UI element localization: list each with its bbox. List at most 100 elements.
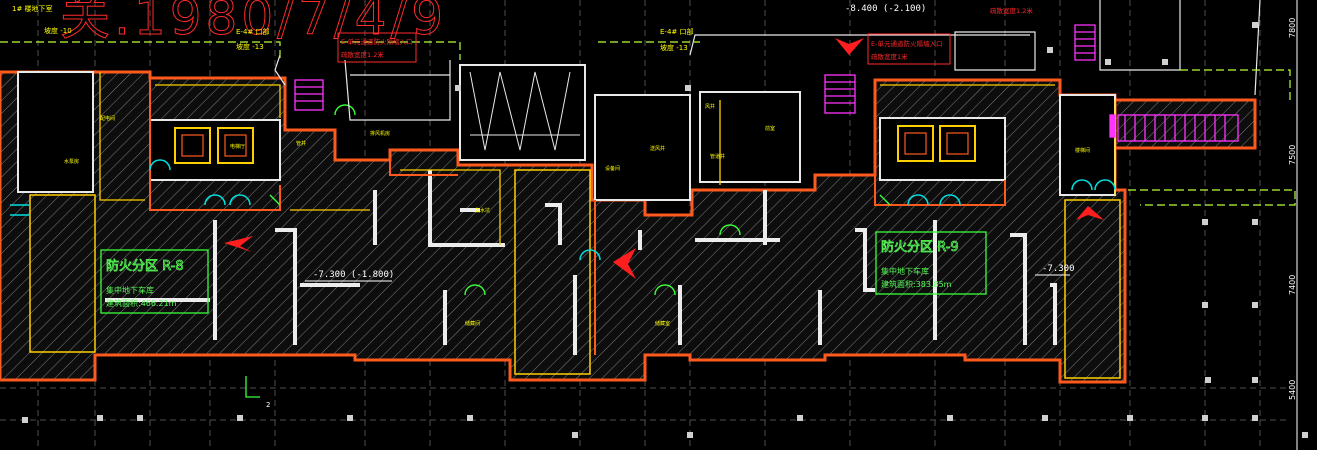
- dim-right-3: 5400: [1288, 380, 1297, 400]
- grid-marks: [22, 22, 1308, 438]
- room-label-5: 前室: [765, 125, 775, 132]
- grid-marker: [685, 85, 691, 91]
- green-doors: [269, 104, 891, 296]
- grid-marker: [22, 417, 28, 423]
- arrow-right: [1076, 206, 1104, 220]
- stairs: [294, 24, 1239, 142]
- grid-marker: [467, 415, 473, 421]
- arrow-mid: [613, 248, 636, 279]
- room-label-4: 风井: [705, 103, 715, 110]
- watermark: 关.1980/7/4/9: [60, 0, 447, 46]
- room-lobby: [594, 94, 691, 201]
- grid-marker: [1105, 59, 1111, 65]
- room-right-core: [879, 117, 1006, 181]
- room-label-11: 排风机房: [370, 130, 390, 137]
- elevation-top: -8.400 (-2.100): [845, 4, 926, 14]
- room-label-3: 管井: [296, 140, 306, 147]
- zone-boxes: [100, 231, 987, 314]
- zone-box-right: [875, 231, 987, 295]
- room-label-2: 储藏间: [465, 320, 480, 327]
- room-left-core: [149, 119, 281, 181]
- red-note-right-1: E-单元通道防火隔墙入口: [871, 39, 942, 48]
- room-label-6: 电梯厅: [230, 143, 245, 150]
- red-note-left-box: [337, 32, 417, 63]
- floor-label-center: E-4# 口部: [236, 27, 270, 36]
- grid-marker: [137, 415, 143, 421]
- room-labels: 配电间 水泵房 储藏间 管井 风井 前室 电梯厅 设备间 楼梯间 储藏室 管道井…: [64, 103, 1090, 327]
- grid-marker: [97, 415, 103, 421]
- zone-left-line1: 集中地下车库: [106, 285, 154, 295]
- room-label-1: 水泵房: [64, 158, 79, 165]
- red-note-top-right: 疏散宽度1.2米: [990, 6, 1033, 15]
- room-label-10: 管道井: [710, 153, 725, 160]
- zone-left-title: 防火分区 R-8: [106, 258, 184, 274]
- grid-corner-mark: [245, 376, 260, 398]
- elevator-shafts: [174, 125, 976, 164]
- grid-marker: [947, 415, 953, 421]
- grid-marker: [1252, 377, 1258, 383]
- floor-label-right: E-4# 口部: [660, 27, 694, 36]
- inner-outline: [29, 194, 96, 353]
- ramp: [469, 71, 580, 151]
- room-label-9: 储藏室: [655, 320, 670, 327]
- exit-arrows: [224, 38, 1104, 279]
- zone-left-line2: 建筑面积:466.21m: [106, 298, 177, 308]
- grid-marker: [1127, 415, 1133, 421]
- doors: [10, 159, 1116, 261]
- zone-box-left: [100, 249, 209, 314]
- grid-marker: [1162, 59, 1168, 65]
- elevator-cores: [181, 132, 969, 157]
- red-note-right-box: [867, 33, 951, 65]
- room-label-13: 集水坑: [475, 207, 490, 214]
- zone-right-line1: 集中地下车库: [881, 266, 929, 276]
- arrow-top: [835, 38, 864, 55]
- slope-center: 坡度 -13: [236, 42, 264, 51]
- upper-ramps: [274, 0, 1261, 121]
- grid-marker: [1252, 22, 1258, 28]
- grid-marker: [572, 432, 578, 438]
- room-left-services: [17, 71, 94, 193]
- room-stair-right: [1059, 94, 1116, 196]
- inner-outline-3: [514, 169, 591, 375]
- grid-marker: [1302, 432, 1308, 438]
- grid-marker: [1202, 415, 1208, 421]
- room-label-0: 配电间: [100, 115, 115, 122]
- grid-marker: [347, 415, 353, 421]
- slope-right: 坡度 -13: [660, 43, 688, 52]
- service-rooms: [17, 64, 1116, 201]
- grid-mark: 2: [266, 401, 270, 409]
- dim-right-0: 7800: [1288, 18, 1297, 38]
- grid-marker: [687, 432, 693, 438]
- dim-right-1: 7500: [1288, 145, 1297, 165]
- walls: [105, 170, 1057, 355]
- inner-outline-2: [1064, 199, 1121, 379]
- ramp-box: [459, 64, 586, 161]
- room-mid: [699, 91, 801, 183]
- zone-right-line2: 建筑面积:383.85m: [881, 279, 952, 289]
- grid-marker: [1205, 377, 1211, 383]
- grid-marker: [1252, 219, 1258, 225]
- grid-marker: [1202, 219, 1208, 225]
- top-label: 1# 楼地下室: [12, 4, 53, 13]
- slope-left: 坡度 -10: [44, 26, 72, 35]
- room-label-8: 楼梯间: [1075, 147, 1090, 154]
- grid-marker: [1042, 415, 1048, 421]
- room-label-12: 送风井: [650, 145, 665, 152]
- arrow-left: [224, 236, 253, 252]
- elev-right: -7.300: [1042, 264, 1075, 274]
- red-note-left-2: 疏散宽度1.2米: [341, 50, 384, 59]
- red-note-left-1: E-单元通道防火隔墙入口: [341, 37, 412, 46]
- grid-marker: [1252, 302, 1258, 308]
- grid-marker: [1202, 302, 1208, 308]
- dim-right-2: 7400: [1288, 275, 1297, 295]
- room-label-7: 设备间: [605, 165, 620, 172]
- grid-marker: [1252, 415, 1258, 421]
- red-note-right-2: 疏散宽度1米: [871, 52, 908, 61]
- grid-marker: [1047, 47, 1053, 53]
- grid-marker: [237, 415, 243, 421]
- grid-marker: [797, 415, 803, 421]
- setback-line: [0, 41, 1296, 206]
- zone-right-title: 防火分区 R-9: [881, 239, 959, 255]
- grid-marker: [455, 85, 461, 91]
